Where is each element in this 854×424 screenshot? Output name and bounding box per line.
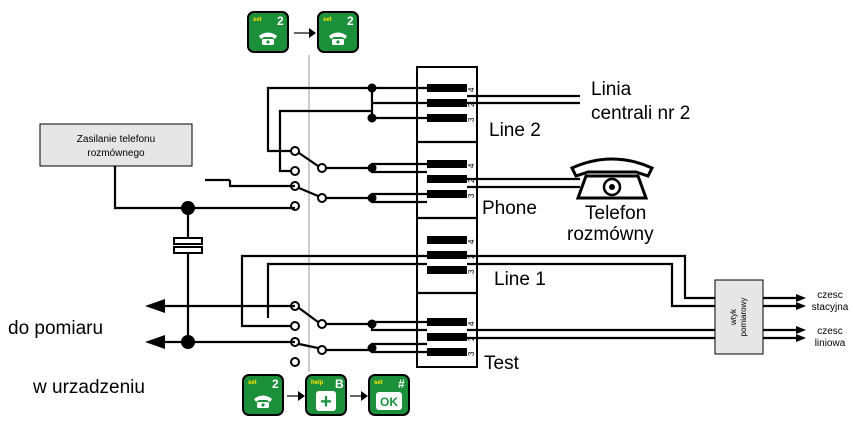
label-centrali: centrali nr 2 [591, 103, 690, 124]
svg-text:set: set [253, 17, 262, 23]
measurement-plug: wtyk pomiarowy czesc stacyjna czesc lini… [714, 279, 849, 355]
arrow-icon [350, 391, 368, 401]
label-line2: Line 2 [489, 120, 541, 141]
key-set-2-top-right: set 2 [317, 11, 359, 53]
telephone-icon [569, 157, 655, 200]
svg-text:2: 2 [347, 14, 354, 28]
supply-bus [173, 201, 295, 349]
svg-text:OK: OK [380, 395, 398, 409]
label-test: Test [484, 353, 520, 374]
arrow-icon [287, 391, 305, 401]
svg-text:4: 4 [467, 239, 476, 244]
svg-text:set: set [248, 380, 257, 386]
label-line1: Line 1 [494, 269, 546, 290]
svg-text:4: 4 [467, 321, 476, 326]
svg-text:rozmównego: rozmównego [87, 148, 145, 159]
label-w-urzadzeniu: w urzadzeniu [32, 377, 145, 398]
svg-text:stacyjna: stacyjna [812, 302, 849, 313]
key-set-hash: set # OK [368, 374, 410, 416]
plus-icon: + [316, 391, 336, 413]
svg-text:3: 3 [467, 269, 476, 274]
key-set-2-top-left: set 2 [247, 11, 289, 53]
svg-text:2: 2 [467, 178, 476, 183]
power-supply-box: Zasilanie telefonu rozmównego [39, 123, 193, 210]
svg-text:czesc: czesc [817, 290, 843, 301]
svg-text:czesc: czesc [817, 326, 843, 337]
svg-text:3: 3 [467, 117, 476, 122]
svg-text:+: + [320, 391, 332, 413]
svg-text:2: 2 [277, 14, 284, 28]
arrow-icon [294, 28, 316, 38]
label-telefon: Telefon [585, 203, 646, 224]
svg-text:wtyk: wtyk [729, 308, 738, 326]
svg-text:#: # [398, 377, 405, 391]
label-rozmowny: rozmówny [567, 224, 654, 245]
svg-text:3: 3 [467, 193, 476, 198]
svg-text:set: set [323, 17, 332, 23]
label-phone: Phone [482, 198, 537, 219]
svg-text:4: 4 [467, 87, 476, 92]
test-wiring [322, 319, 715, 354]
svg-text:liniowa: liniowa [815, 338, 846, 349]
label-linia: Linia [591, 79, 632, 100]
svg-text:B: B [335, 377, 344, 391]
line1-wiring [240, 254, 715, 328]
svg-text:2: 2 [467, 102, 476, 107]
svg-text:Zasilanie telefonu: Zasilanie telefonu [77, 134, 155, 145]
measurement-arrows [145, 299, 295, 349]
svg-text:3: 3 [467, 351, 476, 356]
svg-text:2: 2 [272, 377, 279, 391]
svg-text:pomiarowy: pomiarowy [739, 298, 748, 337]
switch-group-upper [205, 146, 327, 211]
label-do-pomiaru: do pomiaru [8, 318, 103, 339]
phone-wiring [322, 162, 580, 204]
key-help-b: help B + [305, 374, 347, 416]
svg-text:set: set [374, 380, 383, 386]
svg-text:4: 4 [467, 163, 476, 168]
key-set-2-bottom: set 2 [242, 374, 284, 416]
ok-icon: OK [376, 392, 402, 410]
switch-group-lower [188, 301, 327, 367]
line2-wiring [266, 83, 580, 173]
svg-text:help: help [311, 380, 324, 386]
